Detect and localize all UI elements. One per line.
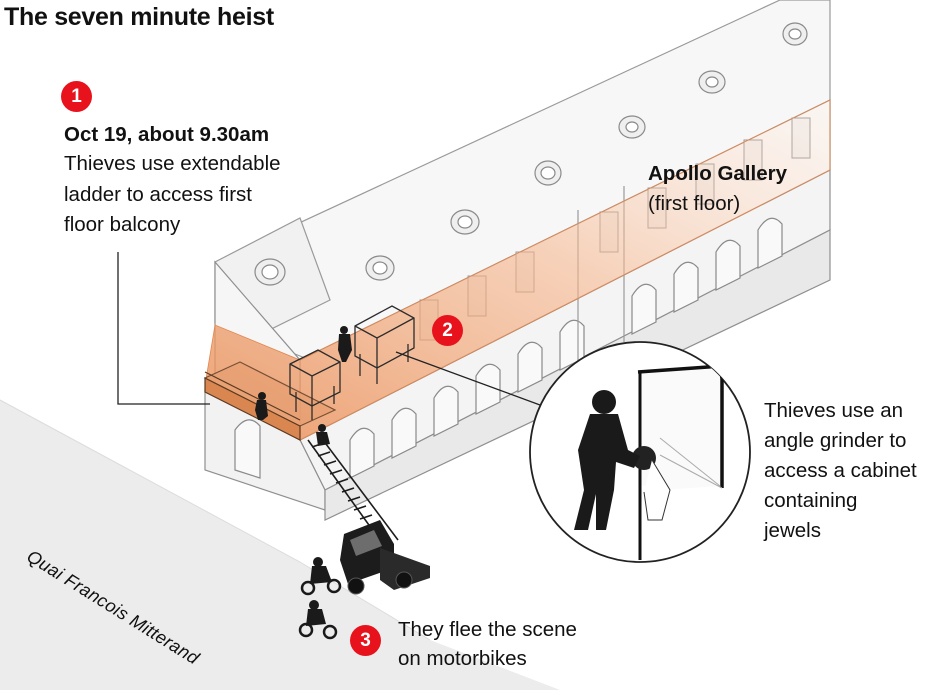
street-band [0, 400, 560, 690]
step-1-marker: 1 [61, 81, 92, 112]
callout-line-3: access a cabinet [764, 459, 917, 482]
step-3-line-2: on motorbikes [398, 647, 527, 670]
zoom-detail-circle [529, 341, 751, 563]
step-3-line-1: They flee the scene [398, 618, 577, 641]
step-1-heading: Oct 19, about 9.30am [64, 123, 270, 146]
jewel-cabinets [289, 305, 415, 420]
step-3-marker: 3 [350, 625, 381, 656]
step-2-marker: 2 [432, 315, 463, 346]
roof-dormers [254, 22, 808, 286]
leader-lines [117, 252, 541, 406]
motorbike-riders [298, 557, 342, 640]
callout-line-5: jewels [764, 519, 821, 542]
callout-line-2: angle grinder to [764, 429, 907, 452]
balcony [203, 361, 337, 441]
step-1-line-1: Thieves use extendable [64, 152, 281, 175]
ladder-truck [340, 520, 430, 595]
page-title: The seven minute heist [4, 3, 274, 31]
thief-figures [255, 326, 352, 446]
gallery-name: Apollo Gallery [648, 162, 787, 185]
callout-line-1: Thieves use an [764, 399, 904, 422]
callout-line-4: containing [764, 489, 858, 512]
step-1-line-2: ladder to access first [64, 183, 252, 206]
step-1-line-3: floor balcony [64, 213, 181, 236]
gallery-floor: (first floor) [648, 192, 741, 215]
ground-floor-windows [234, 217, 783, 479]
